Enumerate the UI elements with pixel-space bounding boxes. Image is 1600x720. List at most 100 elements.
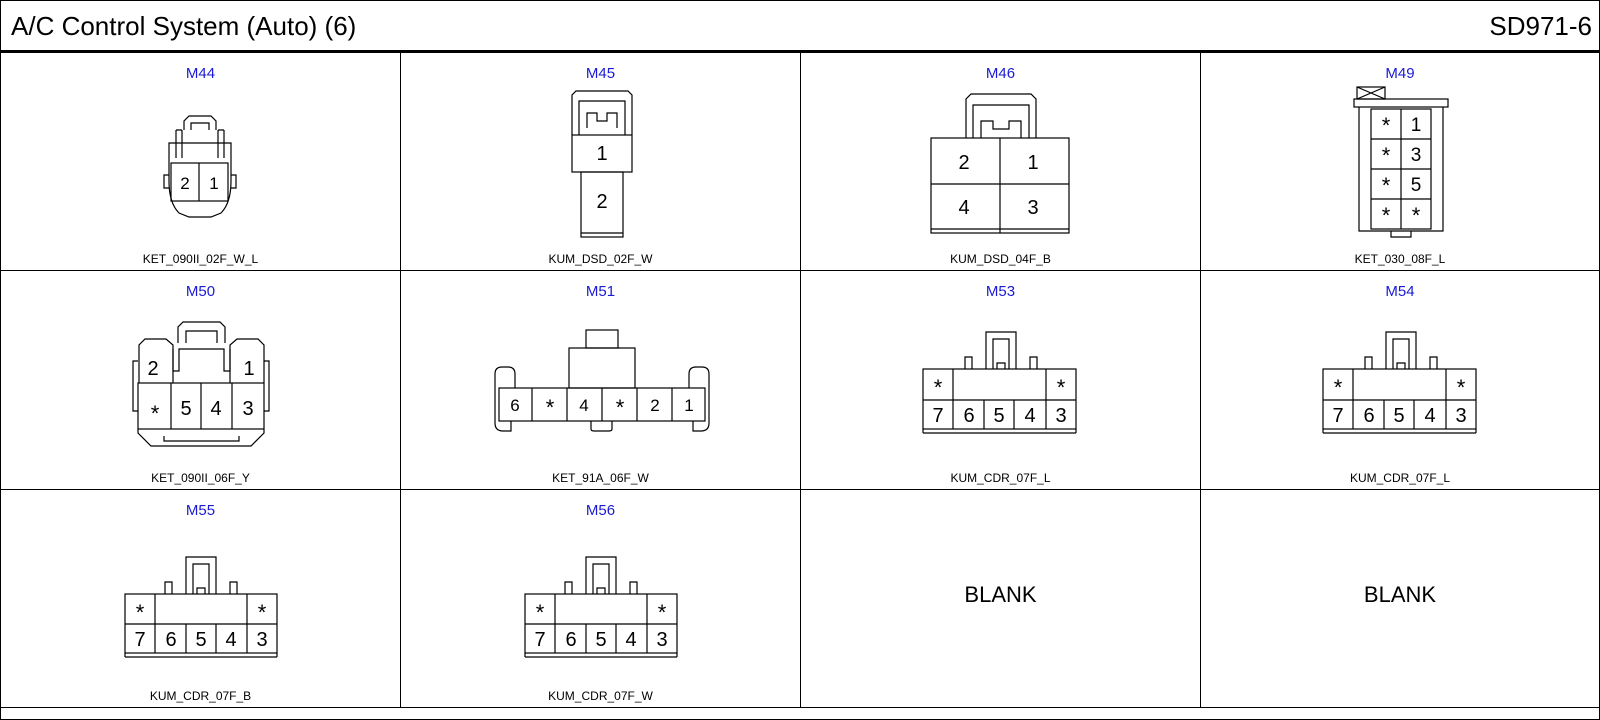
- connector-cell-m44: M44 2 1 KET_090II_02F_W_L: [1, 53, 401, 271]
- pin-label: 1: [596, 143, 607, 165]
- pin-label: 3: [1027, 197, 1038, 219]
- pin-label: *: [536, 600, 545, 625]
- pin-label: 1: [1027, 152, 1038, 174]
- connector-id: M44: [185, 65, 216, 82]
- page-code: SD971-6: [1489, 11, 1592, 41]
- connector-m46-drawing: 2 1 4 3: [930, 93, 1070, 234]
- connector-id: M55: [185, 502, 216, 519]
- pin-label: 3: [656, 629, 667, 651]
- pin-label: *: [1382, 173, 1391, 198]
- pin-label: 2: [147, 358, 158, 380]
- pin-label: 4: [1024, 405, 1035, 427]
- pin-label: 6: [565, 629, 576, 651]
- connector-part-number: KUM_DSD_04F_B: [950, 252, 1051, 266]
- pin-label: 5: [195, 629, 206, 651]
- pin-label: 6: [165, 629, 176, 651]
- page-footer: [1, 708, 1599, 719]
- pin-label: 1: [1411, 115, 1422, 136]
- connector-cell-m54: M54 * * 7 6 5 4 3: [1201, 271, 1599, 490]
- pin-label: *: [934, 375, 943, 400]
- pin-label: 4: [579, 396, 588, 415]
- connector-m55-drawing: * * 7 6 5 4 3: [124, 556, 278, 658]
- pin-label: 2: [650, 396, 659, 415]
- pin-label: 3: [1455, 405, 1466, 427]
- pin-label: *: [1457, 375, 1466, 400]
- pin-label: 3: [1055, 405, 1066, 427]
- connector-part-number: KUM_CDR_07F_W: [548, 689, 653, 703]
- connector-cell-m53: M53 * * 7 6 5 4 3: [801, 271, 1201, 490]
- pin-label: 7: [932, 405, 943, 427]
- connector-part-number: KUM_CDR_07F_L: [1349, 471, 1451, 485]
- connector-id: M46: [985, 65, 1016, 82]
- blank-label: BLANK: [964, 582, 1037, 607]
- connector-m56-drawing: * * 7 6 5 4 3: [524, 556, 678, 658]
- connector-cell-m45: M45 1 2 KUM_DSD_02F_W: [401, 53, 801, 271]
- pin-label: 7: [134, 629, 145, 651]
- connector-id: M45: [585, 65, 616, 82]
- pin-label: 4: [225, 629, 236, 651]
- pin-label: *: [658, 600, 667, 625]
- pin-label: 5: [180, 398, 191, 420]
- pin-label: 7: [1332, 405, 1343, 427]
- pin-label: *: [1382, 143, 1391, 168]
- connector-part-number: KUM_DSD_02F_W: [548, 252, 653, 266]
- connector-cell-m50: M50 2 1 * 5 4 3: [1, 271, 401, 490]
- page-header: A/C Control System (Auto) (6) SD971-6: [1, 1, 1599, 53]
- connector-id: M53: [985, 283, 1016, 300]
- pin-label: 6: [510, 396, 519, 415]
- connector-part-number: KET_090II_02F_W_L: [142, 252, 259, 266]
- pin-label: 4: [1424, 405, 1435, 427]
- pin-label: 3: [242, 398, 253, 420]
- connector-id: M56: [585, 502, 616, 519]
- blank-label: BLANK: [1363, 582, 1437, 607]
- connector-id: M51: [585, 283, 616, 300]
- connector-grid: M44 2 1 KET_090II_02F_W_L M45: [1, 53, 1599, 708]
- connector-cell-m55: M55 * * 7 6 5 4 3: [1, 490, 401, 708]
- connector-m51-drawing: 6 * 4 * 2 1: [494, 329, 710, 432]
- connector-m53-drawing: * * 7 6 5 4 3: [922, 331, 1077, 434]
- connector-cell-m49: M49 * 1 * 3 * 5 * * KET_03: [1201, 53, 1599, 271]
- pin-label: *: [546, 395, 555, 420]
- pin-label: *: [1334, 375, 1343, 400]
- pin-label: *: [258, 600, 267, 625]
- pin-label: 2: [596, 191, 607, 213]
- connector-id: M50: [185, 283, 216, 300]
- pin-label: *: [1412, 203, 1421, 228]
- connector-part-number: KUM_CDR_07F_L: [950, 471, 1051, 485]
- connector-part-number: KET_91A_06F_W: [552, 471, 649, 485]
- pin-label: 5: [595, 629, 606, 651]
- connector-m50-drawing: 2 1 * 5 4 3: [132, 321, 270, 447]
- connector-cell-m46: M46 2 1 4 3 KUM_DSD_04F_B: [801, 53, 1201, 271]
- connector-part-number: KUM_CDR_07F_B: [149, 689, 252, 703]
- connector-part-number: KET_090II_06F_Y: [151, 471, 250, 485]
- connector-id: M49: [1385, 65, 1415, 82]
- connector-cell-m51: M51 6 * 4 * 2 1: [401, 271, 801, 490]
- connector-m49-drawing: * 1 * 3 * 5 * *: [1353, 86, 1449, 238]
- pin-label: 6: [1363, 405, 1374, 427]
- blank-cell: BLANK: [801, 490, 1201, 708]
- pin-label: 4: [210, 398, 221, 420]
- blank-cell: BLANK: [1201, 490, 1599, 708]
- pin-label: 1: [209, 174, 218, 193]
- pin-label: 4: [625, 629, 636, 651]
- connector-id: M54: [1385, 283, 1415, 300]
- pin-label: 2: [958, 152, 969, 174]
- pin-label: 2: [180, 174, 189, 193]
- connector-m45-drawing: 1 2: [571, 90, 633, 238]
- pin-label: 1: [684, 396, 693, 415]
- page-title: A/C Control System (Auto) (6): [11, 11, 357, 41]
- pin-label: 4: [958, 197, 969, 219]
- pin-label: *: [1057, 375, 1066, 400]
- pin-label: *: [1382, 113, 1391, 138]
- connector-m54-drawing: * * 7 6 5 4 3: [1322, 331, 1477, 434]
- pin-label: 6: [963, 405, 974, 427]
- pin-label: 5: [993, 405, 1004, 427]
- pin-label: *: [1382, 203, 1391, 228]
- connector-m44-drawing: 2 1: [163, 115, 237, 218]
- pin-label: *: [136, 600, 145, 625]
- connector-cell-m56: M56 * * 7 6 5 4 3: [401, 490, 801, 708]
- pin-label: *: [616, 395, 625, 420]
- pin-label: 5: [1393, 405, 1404, 427]
- pin-label: *: [151, 401, 160, 426]
